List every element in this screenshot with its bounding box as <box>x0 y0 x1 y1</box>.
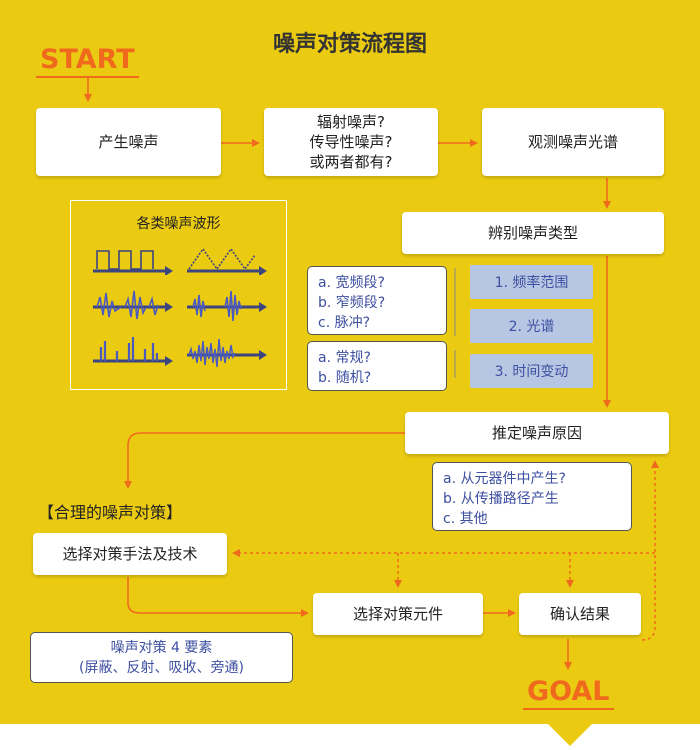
page-title: 噪声对策流程图 <box>272 32 427 57</box>
bubble-noise-cause: a. 从元器件中产生? b. 从传播路径产生 c. 其他 <box>432 462 632 531</box>
bubble-freq-item-a: a. 宽频段? <box>318 275 385 291</box>
bubble-freq-item-b: b. 窄频段? <box>318 295 386 311</box>
step-estimate-label: 推定噪声原因 <box>491 424 582 442</box>
arrow-method-to-component <box>127 577 309 617</box>
step-method-label: 选择对策手法及技术 <box>62 545 198 563</box>
bottom-notch <box>548 724 592 746</box>
note-four-elements: 噪声对策 4 要素 (屏蔽、反射、吸收、旁通) <box>30 632 293 683</box>
kind-line-2: 传导性噪声? <box>309 133 393 151</box>
waveform-panel-title: 各类噪声波形 <box>136 216 221 232</box>
bubble-time-item-a: a. 常规? <box>318 350 371 366</box>
goal-text: GOAL <box>527 676 610 707</box>
kind-line-1: 辐射噪声? <box>317 113 385 131</box>
bubble-frequency-type: a. 宽频段? b. 窄频段? c. 脉冲? <box>307 266 447 335</box>
step-select-method: 选择对策手法及技术 <box>33 533 227 575</box>
spike-wave-icon <box>93 337 173 366</box>
note-line-2: (屏蔽、反射、吸收、旁通) <box>79 660 244 676</box>
category-time-variation: 3. 时间变动 <box>470 354 593 388</box>
bubble-cause-item-c: c. 其他 <box>443 511 488 527</box>
step-component-label: 选择对策元件 <box>352 605 443 623</box>
step-noise-kind: 辐射噪声? 传导性噪声? 或两者都有? <box>264 108 438 176</box>
bottom-band <box>0 724 700 750</box>
bubble-cause-item-a: a. 从元器件中产生? <box>443 471 566 487</box>
note-line-1: 噪声对策 4 要素 <box>110 640 213 656</box>
step-spectrum-label: 观测噪声光谱 <box>527 133 618 151</box>
bubble-time-item-b: b. 随机? <box>318 370 372 386</box>
step-generate-label: 产生噪声 <box>98 133 159 151</box>
step-identify-label: 辨别噪声类型 <box>487 224 578 242</box>
category-frequency-range: 1. 频率范围 <box>470 265 593 299</box>
arrow-estimate-to-section <box>124 432 405 489</box>
goal-label: GOAL <box>523 676 614 710</box>
burst-wave-icon <box>93 290 173 320</box>
step-observe-spectrum: 观测噪声光谱 <box>482 108 664 176</box>
pulse-burst-wave-icon <box>187 290 267 322</box>
square-wave-icon <box>93 250 173 275</box>
bubble-time-type: a. 常规? b. 随机? <box>307 341 447 391</box>
triangle-wave-icon <box>187 247 267 275</box>
step-identify-type: 辨别噪声类型 <box>402 212 664 254</box>
start-text: START <box>40 44 135 75</box>
section-heading: 【合理的噪声对策】 <box>38 503 183 522</box>
category-spectrum: 2. 光谱 <box>470 309 593 343</box>
waveform-panel: 各类噪声波形 <box>70 200 287 390</box>
start-underline <box>36 76 139 78</box>
step-select-component: 选择对策元件 <box>313 593 483 635</box>
step-confirm-result: 确认结果 <box>519 593 641 635</box>
random-noise-wave-icon <box>187 338 267 368</box>
bubble-freq-item-c: c. 脉冲? <box>318 315 371 331</box>
dashed-feedback-loop <box>641 460 659 641</box>
kind-line-3: 或两者都有? <box>309 153 393 171</box>
goal-underline <box>523 708 614 710</box>
step-estimate-cause: 推定噪声原因 <box>405 412 669 454</box>
bubble-cause-item-b: b. 从传播路径产生 <box>443 491 559 507</box>
step-generate-noise: 产生噪声 <box>36 108 221 176</box>
start-label: START <box>36 44 139 78</box>
step-confirm-label: 确认结果 <box>549 605 610 623</box>
